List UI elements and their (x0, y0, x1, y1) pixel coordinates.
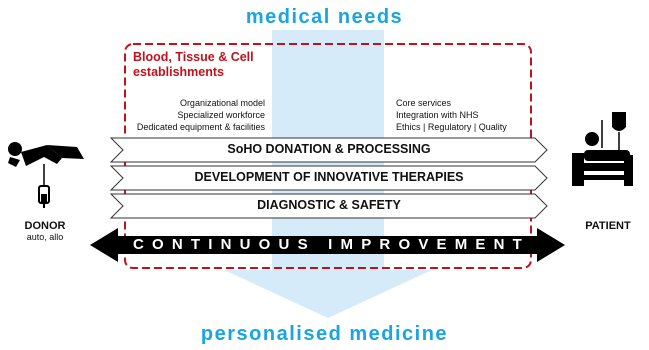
box-title-line2: establishments (133, 65, 225, 79)
band-innovative-shape (109, 165, 548, 191)
donor-sublabel: auto, allo (26, 232, 64, 242)
band-diagnostic-label: DIAGNOSTIC & SAFETY (257, 198, 401, 212)
donor-caption: DONOR auto, allo (5, 220, 85, 242)
left-item: Dedicated equipment & facilities (136, 122, 265, 132)
patient-bed-icon (572, 112, 633, 186)
right-item: Core services (396, 98, 452, 108)
continuous-improvement-arrow (90, 228, 565, 262)
box-title: Blood, Tissue & Cell establishments (133, 50, 254, 80)
donor-label: DONOR (24, 220, 66, 232)
donor-icon (8, 142, 84, 208)
left-items: Organizational model Specialized workfor… (137, 97, 265, 133)
continuous-improvement-label: CONTINUOUS IMPROVEMENT (132, 236, 531, 253)
box-title-line1: Blood, Tissue & Cell (133, 50, 254, 64)
right-item: Integration with NHS (396, 110, 479, 120)
right-item: Ethics | Regulatory | Quality (396, 122, 507, 132)
personalised-medicine-title: personalised medicine (200, 323, 449, 345)
left-item: Organizational model (179, 98, 265, 108)
band-innovative-label: DEVELOPMENT OF INNOVATIVE THERAPIES (194, 170, 464, 184)
band-soho-shape (109, 137, 548, 163)
band-diagnostic-shape (109, 193, 548, 219)
left-item: Specialized workforce (177, 110, 265, 120)
band-soho-label: SoHO DONATION & PROCESSING (227, 142, 431, 156)
patient-label: PATIENT (585, 220, 631, 232)
medical-needs-title: medical needs (245, 6, 404, 28)
right-items: Core services Integration with NHS Ethic… (396, 97, 507, 133)
